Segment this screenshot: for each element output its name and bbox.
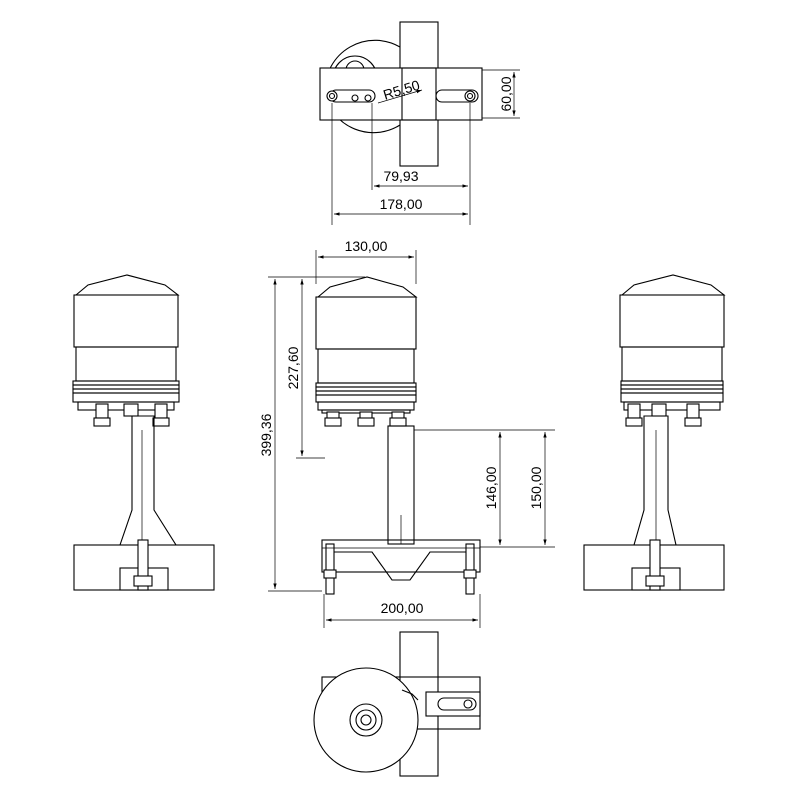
left-side-view [72,274,215,591]
head-height-label: 227,60 [285,346,301,389]
head-width-label: 130,00 [345,238,388,254]
mast-right [633,415,677,546]
base-width-label: 200,00 [381,600,424,616]
slot-right [435,89,479,103]
bracket-plate-top [319,67,483,121]
hole-offset-label: 79,93 [383,168,418,184]
lamp-disc-bottom [313,667,419,773]
bottom-view [313,631,481,777]
total-height-label: 399,36 [258,413,274,456]
plate-height-label: 60,00 [498,76,514,111]
top-view: R5,50 60,00 79,93 178,00 [319,21,520,225]
right-side-view [583,274,726,591]
slot-bottom [437,697,477,711]
mount-height-2-label: 150,00 [528,466,544,509]
base-bracket [321,539,481,573]
lamp-lens [315,296,417,350]
bolt-right [464,90,476,102]
mast-left [119,415,177,546]
front-view: 130,00 399,36 227,60 146,00 150,00 200,0… [258,238,555,628]
mount-height-1-label: 146,00 [483,466,499,509]
lamp-cap [316,276,418,298]
bolt-left [326,90,338,102]
plate-width-label: 178,00 [380,196,423,212]
